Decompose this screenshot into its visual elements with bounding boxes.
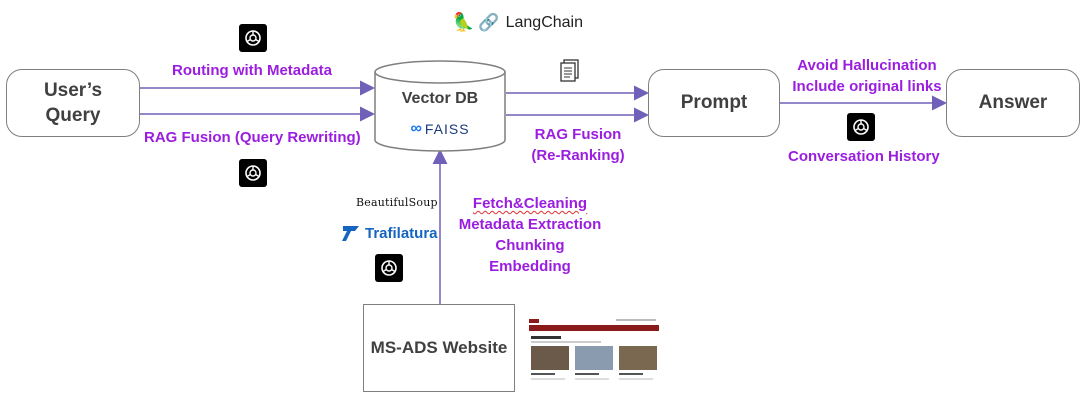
conversation-history-label: Conversation History	[788, 148, 940, 165]
trafilatura-logo: Trafilatura	[340, 222, 438, 244]
langchain-logo: 🦜 🔗 LangChain	[452, 12, 583, 33]
trafilatura-icon	[342, 226, 359, 241]
openai-icon	[239, 24, 267, 52]
website-screenshot-thumbnail	[526, 316, 662, 394]
langchain-label: LangChain	[505, 13, 583, 31]
openai-icon	[375, 254, 403, 282]
answer-node: Answer	[946, 69, 1080, 137]
rag-fusion-rerank-label: RAG Fusion (Re-Ranking)	[516, 124, 640, 166]
include-links-line: Include original links	[792, 78, 942, 95]
users-query-node: User’s Query	[6, 69, 140, 137]
meta-infinity-icon: ∞	[410, 120, 422, 137]
beautifulsoup-logo: BeautifulSoup	[356, 196, 438, 209]
faiss-logo: ∞ FAISS	[374, 120, 506, 138]
rag-fusion-line: RAG Fusion	[534, 126, 622, 143]
vector-db-label: Vector DB	[401, 90, 479, 107]
prompt-label: Prompt	[680, 92, 748, 113]
pipeline-steps-label: Fetch&Cleaning Metadata Extraction Chunk…	[452, 193, 608, 277]
document-icon	[558, 58, 582, 82]
prompt-node: Prompt	[648, 69, 780, 137]
answer-label: Answer	[978, 92, 1048, 113]
parrot-icon: 🦜	[452, 12, 475, 32]
metadata-extraction-line: Metadata Extraction	[458, 216, 602, 233]
cylinder-shape	[374, 60, 506, 152]
faiss-label: FAISS	[424, 121, 470, 137]
embedding-line: Embedding	[489, 258, 571, 275]
openai-icon	[239, 159, 267, 187]
chunking-line: Chunking	[495, 237, 565, 254]
routing-label: Routing with Metadata	[172, 62, 332, 79]
ms-ads-website-node: MS-ADS Website	[363, 304, 515, 392]
rag-fusion-rewrite-label: RAG Fusion (Query Rewriting)	[144, 129, 361, 146]
openai-icon	[847, 113, 875, 141]
re-ranking-line: (Re-Ranking)	[531, 147, 625, 164]
users-query-label: User’s Query	[43, 80, 103, 126]
fetch-cleaning-line: Fetch&Cleaning	[472, 195, 588, 212]
prompt-guidance-label: Avoid Hallucination Include original lin…	[786, 55, 948, 97]
trafilatura-label: Trafilatura	[365, 224, 438, 242]
avoid-hallucination-line: Avoid Hallucination	[797, 57, 937, 74]
chain-link-icon: 🔗	[478, 12, 500, 32]
vector-db-node: Vector DB ∞ FAISS	[374, 60, 506, 152]
ms-ads-website-label: MS-ADS Website	[370, 338, 508, 357]
